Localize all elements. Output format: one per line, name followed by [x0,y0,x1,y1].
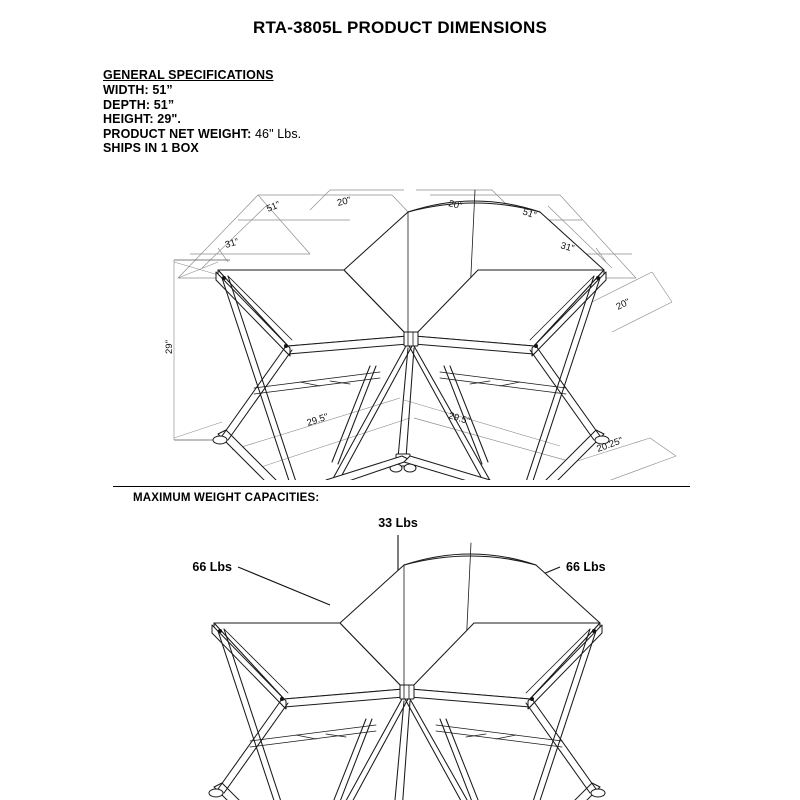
spec-value-height: 29". [157,112,181,127]
weight-label-right: 66 Lbs [566,560,606,574]
dim-corner-left: 20” [336,195,352,209]
left-leg-frame [212,271,296,480]
spec-label-net-weight: PRODUCT NET WEIGHT: [103,126,252,141]
weight-label-left: 66 Lbs [192,560,232,574]
dimension-lines [173,189,677,480]
right-leg-frame [526,271,610,480]
spec-row-ships: SHIPS IN 1 BOX [103,141,433,156]
stretcher-rails [253,371,567,395]
spec-label-ships: SHIPS IN 1 BOX [103,141,199,156]
right-leg-frame-weight [525,624,606,800]
corner-junction [403,331,419,347]
spec-label-depth: DEPTH: [103,97,151,112]
corner-junction-weight [399,684,415,700]
weight-labels: 33 Lbs 66 Lbs 66 Lbs [192,516,605,574]
max-weight-heading: MAXIMUM WEIGHT CAPACITIES: [133,492,320,504]
dim-top-left-outer: 51” [265,199,282,214]
dim-top-right-outer: 51” [521,206,538,221]
spec-value-net-weight: 46" Lbs. [255,126,302,141]
spec-value-depth: 51” [153,97,175,112]
left-leg-frame-weight [208,624,289,800]
dim-right-depth: 20" [614,297,631,313]
page-title: RTA-3805L PRODUCT DIMENSIONS [252,18,547,37]
section-divider [113,486,690,487]
general-specifications-block: GENERAL SPECIFICATIONS WIDTH: 51” DEPTH:… [103,68,433,156]
spec-label-height: HEIGHT: [103,112,154,127]
spec-value-width: 51” [152,83,173,97]
spec-row-depth: DEPTH: 51” [103,98,433,113]
spec-row-net-weight: PRODUCT NET WEIGHT: 46" Lbs. [103,127,433,142]
spec-row-width: WIDTH: 51” [103,83,433,98]
specs-heading: GENERAL SPECIFICATIONS [103,68,274,82]
center-support-frame [325,345,491,480]
weight-capacity-drawing: 33 Lbs 66 Lbs 66 Lbs [192,516,606,800]
stretcher-rails-weight [249,724,563,748]
dim-bottom-right: 29.5" [447,410,471,427]
center-support-frame-weight [333,698,479,800]
spec-row-height: HEIGHT: 29". [103,112,433,127]
weight-label-center: 33 Lbs [378,516,418,530]
dim-height: 29" [164,340,175,354]
dim-corner-right: 20” [447,198,463,212]
dim-bottom-left: 29.5" [306,412,330,429]
dim-top-right-inner: 31” [559,240,575,254]
dim-top-left-inner: 31” [224,237,240,251]
spec-label-width: WIDTH: [103,83,149,97]
dimension-drawing: 51” 31” 20” 20” 51” 31” 20" 29" 29.5" 29… [164,189,677,480]
